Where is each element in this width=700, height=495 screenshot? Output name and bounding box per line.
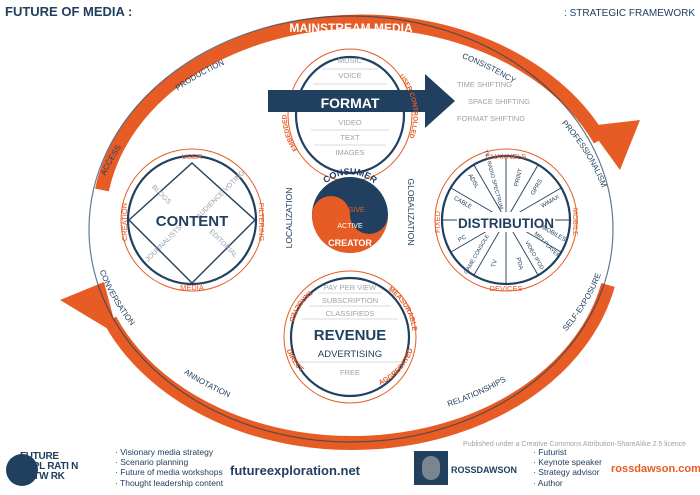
revenue-free: FREE bbox=[340, 368, 360, 377]
ring-bottom-label: SOCIAL MEDIA bbox=[307, 415, 394, 429]
list-item: · Keynote speaker bbox=[533, 457, 602, 468]
revenue-outer-ring bbox=[283, 270, 417, 404]
rd-roles-list: · Futurist · Keynote speaker · Strategy … bbox=[533, 447, 602, 488]
ring-outline bbox=[88, 15, 614, 443]
content-label-user: USER bbox=[182, 152, 203, 161]
list-item: · Strategy advisor bbox=[533, 467, 600, 478]
format-circle bbox=[294, 55, 406, 175]
content-title: CONTENT bbox=[156, 213, 229, 230]
ring-top-label: MAINSTREAM MEDIA bbox=[289, 21, 413, 35]
ring-bottom-arrowhead bbox=[60, 282, 118, 335]
revenue-title: REVENUE bbox=[314, 327, 387, 344]
rossdawson-link[interactable]: rossdawson.com bbox=[611, 463, 700, 475]
list-item: · Visionary media strategy bbox=[115, 447, 214, 457]
center-active: ACTIVE bbox=[337, 223, 363, 230]
distribution-label-devices: DEVICES bbox=[490, 284, 523, 293]
content-label-filtering: FILTERING bbox=[257, 203, 266, 242]
distribution-block: DISTRIBUTION CHANNELS DEVICES FIXED MOBI… bbox=[433, 148, 580, 293]
format-item-text: TEXT bbox=[340, 133, 360, 142]
device-tv: TV bbox=[491, 259, 499, 268]
ring-top-arrowhead bbox=[588, 120, 640, 170]
content-circle bbox=[126, 154, 258, 286]
center-block: CONSUMER PASSIVE ACTIVE CREATOR LOCALIZA… bbox=[284, 166, 416, 253]
distribution-title: DISTRIBUTION bbox=[458, 216, 554, 231]
format-item-music: MUSIC bbox=[338, 56, 363, 65]
content-outer-ring bbox=[120, 148, 264, 292]
shifting-time: TIME SHIFTING bbox=[457, 80, 512, 89]
center-passive: PASSIVE bbox=[335, 207, 365, 214]
device-pda: PDA bbox=[514, 257, 523, 270]
center-localization: LOCALIZATION bbox=[284, 188, 294, 249]
content-label-creation: CREATION bbox=[120, 203, 129, 241]
ross-dawson-photo bbox=[414, 451, 448, 485]
distribution-label-mobile: MOBILE bbox=[571, 208, 580, 236]
list-item: · Author bbox=[533, 477, 563, 488]
content-label-media: MEDIA bbox=[180, 283, 204, 292]
list-item: · Scenario planning bbox=[115, 457, 189, 468]
footer: Published under a Creative Commons Attri… bbox=[0, 441, 700, 495]
shifting-space: SPACE SHIFTING bbox=[468, 97, 530, 106]
ring-bottom-arc bbox=[103, 283, 615, 451]
futureexploration-link[interactable]: futureexploration.net bbox=[230, 463, 361, 478]
revenue-circle bbox=[289, 276, 411, 398]
ross-dawson-wordmark: ROSSDAWSON bbox=[451, 465, 518, 475]
channel-print: PRINT bbox=[514, 168, 525, 187]
revenue-item-pay-per-view: PAY PER VIEW bbox=[324, 283, 377, 292]
shifting-format: FORMAT SHIFTING bbox=[457, 114, 525, 123]
page-title: FUTURE OF MEDIA : bbox=[5, 4, 132, 19]
center-creator: CREATOR bbox=[328, 238, 372, 248]
format-title: FORMAT bbox=[321, 95, 380, 111]
revenue-block: PAY PER VIEW SUBSCRIPTION CLASSIFIEDS RE… bbox=[283, 270, 418, 404]
content-diamond bbox=[127, 162, 257, 284]
future-exploration-logo bbox=[6, 454, 38, 486]
revenue-advertising: ADVERTISING bbox=[318, 349, 382, 360]
future-exploration-wordmark: FUTURE EXPL RATI N NETW RK bbox=[20, 451, 79, 482]
device-pc: PC bbox=[457, 234, 468, 244]
fen-services-list: · Visionary media strategy · Scenario pl… bbox=[115, 447, 223, 488]
format-item-images: IMAGES bbox=[335, 148, 364, 157]
list-item: · Futurist bbox=[533, 447, 567, 457]
list-item: · Thought leadership content bbox=[115, 477, 224, 488]
format-item-video: VIDEO bbox=[338, 118, 362, 127]
revenue-item-classifieds: CLASSIFIEDS bbox=[326, 309, 375, 318]
center-orange-half bbox=[312, 196, 388, 253]
distribution-label-channels: CHANNELS bbox=[486, 152, 527, 161]
center-globalization: GLOBALIZATION bbox=[406, 179, 416, 246]
licence-text: Published under a Creative Commons Attri… bbox=[463, 441, 686, 448]
format-arrow bbox=[268, 74, 455, 128]
list-item: · Future of media workshops bbox=[115, 467, 223, 478]
distribution-label-fixed: FIXED bbox=[433, 210, 442, 233]
format-item-voice: VOICE bbox=[338, 71, 361, 80]
content-block: USER MEDIA CREATION FILTERING BLOGS AUDI… bbox=[120, 148, 266, 292]
ring-top-arc bbox=[95, 14, 607, 192]
page-subtitle: : STRATEGIC FRAMEWORK bbox=[564, 8, 695, 19]
revenue-item-subscription: SUBSCRIPTION bbox=[322, 296, 378, 305]
distribution-title-bg bbox=[457, 212, 555, 232]
